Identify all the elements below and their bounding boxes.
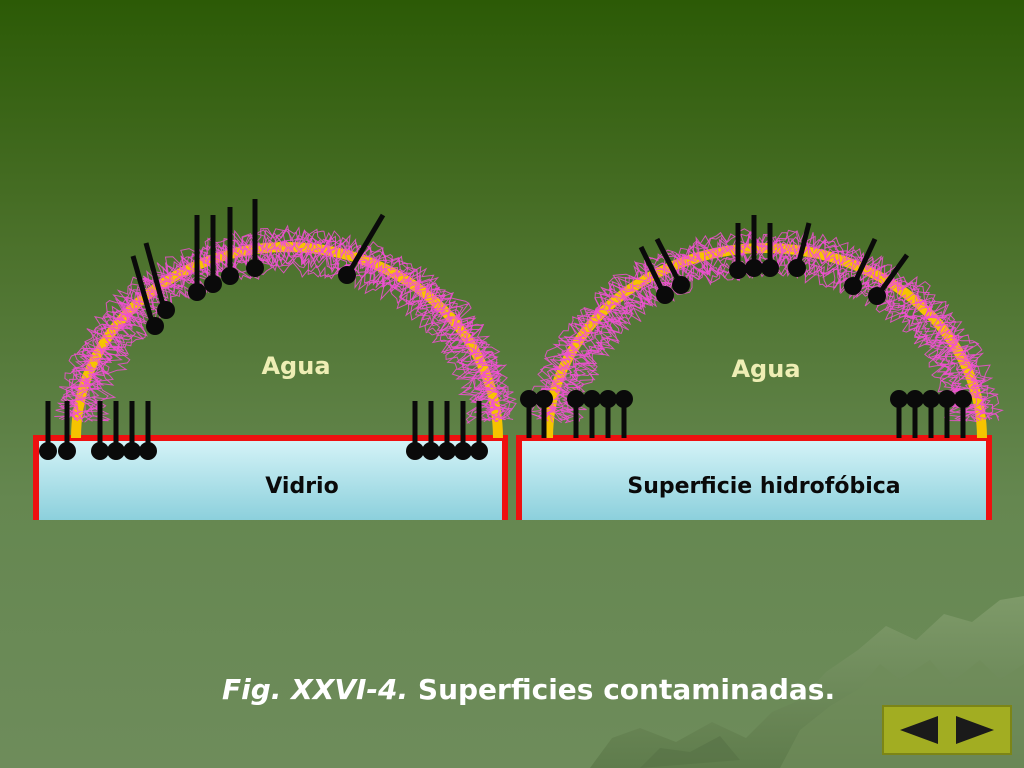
navigation-panel [882, 705, 1012, 755]
water-tangle-left [54, 224, 517, 424]
surfactant-group-left-bottom-c [406, 401, 488, 460]
figure-caption: Fig. XXVI-4. Superficies contaminadas. [222, 673, 835, 706]
surfactant-group-right-bottom-b [567, 390, 633, 438]
caption-text: Superficies contaminadas. [408, 673, 836, 706]
surfactant-group-left-dome [130, 199, 386, 335]
surfactant-group-right-bottom-a [520, 390, 553, 438]
substrate-label-hydrophobic: Superficie hidrofóbica [627, 474, 901, 499]
arrow-left-icon [900, 716, 938, 744]
surfactant-group-left-bottom-b [91, 401, 157, 460]
surfactant-group-left-bottom-a [39, 401, 76, 460]
surface-line-right [516, 435, 992, 520]
surfactant-group-right-dome [638, 215, 910, 305]
surfactant-group-right-bottom-c [890, 390, 972, 438]
water-label-left: Agua [261, 352, 331, 380]
figure-reference: Fig. XXVI-4. [222, 673, 409, 706]
left-panel [33, 199, 517, 520]
prev-button[interactable] [894, 714, 944, 746]
surface-line-left [33, 435, 508, 520]
substrate-right-block [519, 438, 989, 520]
arrow-right-icon [956, 716, 994, 744]
water-label-right: Agua [731, 355, 801, 383]
substrate-label-glass: Vidrio [265, 474, 339, 499]
next-button[interactable] [950, 714, 1000, 746]
right-panel [516, 215, 1004, 520]
